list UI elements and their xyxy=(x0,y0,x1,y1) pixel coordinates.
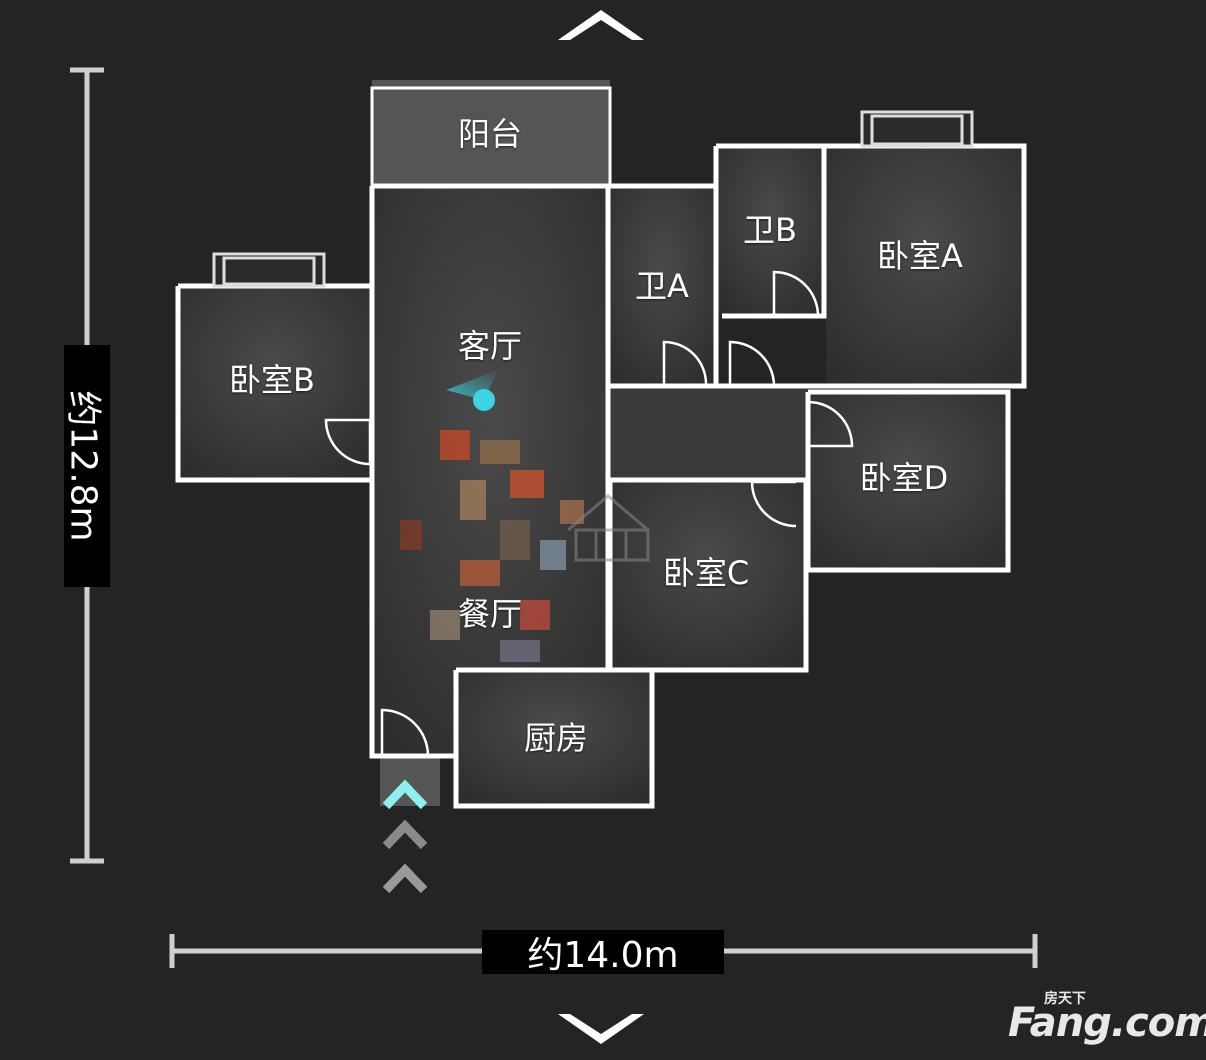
windows xyxy=(212,110,974,288)
floor-bedroom-a xyxy=(826,146,1024,386)
room-label-balcony: 阳台 xyxy=(457,115,523,153)
floor-hallway xyxy=(600,388,808,478)
room-label-kitchen: 厨房 xyxy=(523,719,589,757)
room-floors xyxy=(178,80,1024,806)
room-label-bath-b: 卫B xyxy=(743,211,797,249)
room-label-bedroom-a: 卧室A xyxy=(877,237,963,275)
entrance-arrows-icon xyxy=(382,779,428,894)
height-dimension-label: 约12.8m xyxy=(63,345,110,587)
width-dimension-label: 约14.0m xyxy=(482,930,724,976)
chevron-down-icon[interactable] xyxy=(556,1010,646,1050)
location-marker-icon xyxy=(446,370,498,411)
width-dimension-line xyxy=(169,934,1038,968)
floor-bedroom-d xyxy=(808,392,1008,570)
room-label-bedroom-c: 卧室C xyxy=(662,554,750,592)
room-label-bedroom-b: 卧室B xyxy=(229,361,315,399)
brand-cn-text: 房天下 xyxy=(1044,991,1086,1007)
height-dimension-line xyxy=(70,67,104,864)
floor-kitchen xyxy=(456,670,652,804)
room-label-dining: 餐厅 xyxy=(457,595,523,633)
room-label-bedroom-d: 卧室D xyxy=(859,459,949,497)
floor-balcony xyxy=(372,80,610,186)
floor-bedroom-b xyxy=(178,286,370,480)
furniture-clutter xyxy=(400,430,584,662)
doors xyxy=(324,270,854,757)
brand-logo-text: Fang.com xyxy=(1008,1000,1206,1046)
height-dimension-text: 约12.8m xyxy=(63,390,105,542)
walls xyxy=(175,86,1027,809)
room-label-bath-a: 卫A xyxy=(635,267,689,305)
floor-living-dining xyxy=(372,186,608,756)
chevron-up-icon[interactable] xyxy=(556,4,646,44)
brand-watermark: 房天下 Fang.com xyxy=(1008,988,1206,1048)
room-label-living: 客厅 xyxy=(457,327,523,365)
floor-bedroom-c xyxy=(610,480,806,670)
company-stamp xyxy=(567,494,650,562)
